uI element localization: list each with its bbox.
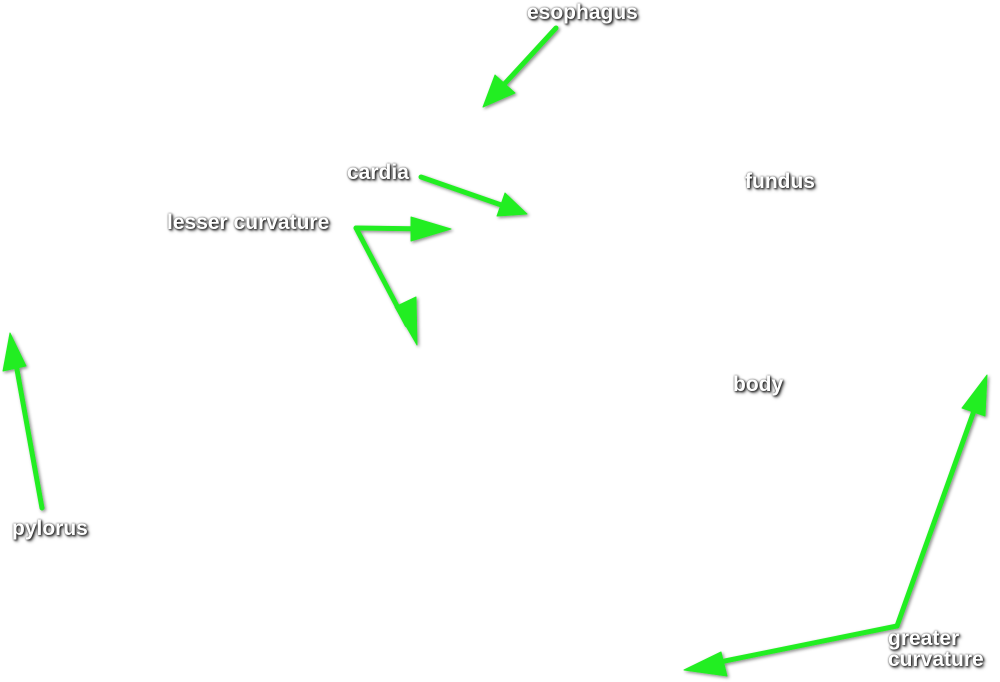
label-pylorus: pylorus bbox=[12, 517, 88, 540]
arrow-greater-curvature-up bbox=[894, 374, 988, 629]
arrow-esophagus bbox=[482, 25, 559, 108]
label-greater-curvature: greater curvature bbox=[888, 628, 984, 670]
label-body: body bbox=[733, 373, 784, 396]
arrow-pylorus bbox=[2, 332, 45, 511]
label-lesser-curvature: lesser curvature bbox=[167, 211, 330, 234]
arrow-lesser-curvature-right bbox=[353, 216, 452, 242]
label-greater-curvature-line2: curvature bbox=[888, 648, 984, 671]
arrow-cardia bbox=[418, 174, 528, 217]
arrow-lesser-curvature-down bbox=[353, 225, 418, 346]
arrow-greater-curvature-left bbox=[683, 623, 900, 677]
label-cardia: cardia bbox=[347, 161, 409, 184]
label-greater-curvature-line1: greater bbox=[888, 627, 960, 650]
label-fundus: fundus bbox=[745, 170, 815, 193]
label-esophagus: esophagus bbox=[527, 1, 638, 24]
